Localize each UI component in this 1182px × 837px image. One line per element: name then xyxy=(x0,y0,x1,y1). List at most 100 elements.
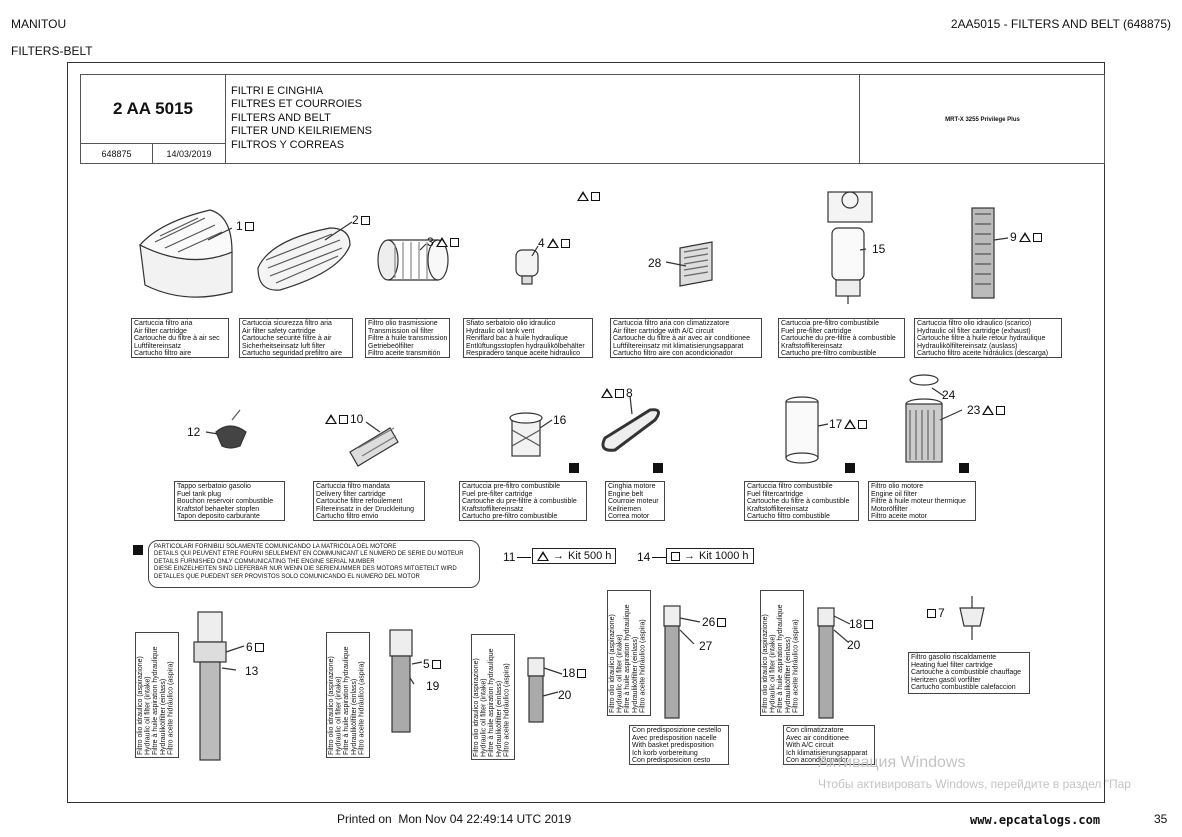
callout-11: 11 xyxy=(503,550,532,564)
transmission-filter-drawing xyxy=(377,239,449,281)
title-it: FILTRI E CINGHIA xyxy=(231,85,324,97)
kit-1000h-box: →Kit 1000 h xyxy=(666,548,754,564)
square-symbol xyxy=(1032,232,1042,242)
legend-symbols-top xyxy=(577,191,600,201)
printed-date: Mon Nov 04 22:49:14 UTC 2019 xyxy=(398,812,572,826)
triangle-symbol xyxy=(537,551,549,561)
hydraulic-cartridge-drawing xyxy=(971,207,995,299)
activation-watermark-title: Активация Windows xyxy=(818,754,966,771)
callout-12: 12 xyxy=(187,425,201,439)
oil-filter-drawing xyxy=(905,374,943,463)
callout-16: 16 xyxy=(553,413,567,427)
description-9: Cartuccia filtro olio idraulico (scarico… xyxy=(914,318,1062,358)
description-6: Filtro olio idraulico (aspirazione)Hydra… xyxy=(135,632,179,758)
printed-label: Printed on xyxy=(337,812,392,826)
callout-23: 23 xyxy=(967,403,1006,417)
drawing-frame xyxy=(67,62,1105,803)
callout-18b: 18 xyxy=(849,617,874,631)
callout-15: 15 xyxy=(872,242,886,256)
cabin-filter-drawing xyxy=(679,241,713,287)
square-symbol xyxy=(360,215,370,225)
title-en: FILTERS AND BELT xyxy=(231,111,331,124)
callout-19: 19 xyxy=(426,679,440,693)
brand-name: MANITOU xyxy=(11,17,67,31)
site-link[interactable]: www.epcatalogs.com xyxy=(970,813,1101,827)
arrow-icon: → xyxy=(553,550,564,562)
square-symbol xyxy=(431,659,441,669)
square-symbol xyxy=(449,237,459,247)
title-fr: FILTRES ET COURROIES xyxy=(231,98,363,111)
callout-26: 26 xyxy=(702,615,727,629)
callout-28: 28 xyxy=(648,256,662,270)
arrow-icon: → xyxy=(684,550,695,562)
callout-5: 5 xyxy=(423,657,441,671)
fuel-prefilter-drawing xyxy=(827,191,873,304)
serial-required-marker xyxy=(959,463,969,473)
group-titles: FILTRI E CINGHIA FILTRES ET COURROIES FI… xyxy=(231,85,372,152)
group-code: 2 AA 5015 xyxy=(81,75,226,143)
square-symbol xyxy=(717,617,727,627)
serial-required-marker xyxy=(653,463,663,473)
callout-8: 8 xyxy=(601,386,633,400)
triangle-symbol xyxy=(546,238,559,248)
triangle-symbol xyxy=(1018,232,1031,242)
triangle-symbol xyxy=(601,388,613,398)
activation-watermark-text: Чтобы активировать Windows, перейдите в … xyxy=(818,777,1131,791)
callout-2: 2 xyxy=(352,213,370,227)
callout-20b: 20 xyxy=(847,638,861,652)
suction-filter-medium-drawing xyxy=(389,629,413,733)
serial-number-note: PARTICOLARI FORNIBILI SOLAMENTE COMUNICA… xyxy=(148,540,480,588)
description-5: Filtro olio idraulico (aspirazione)Hydra… xyxy=(326,632,370,758)
square-symbol xyxy=(927,608,936,618)
callout-14: 14 xyxy=(637,550,667,564)
square-symbol xyxy=(864,619,874,629)
callout-20a: 20 xyxy=(558,688,572,702)
square-symbol xyxy=(254,642,264,652)
description-26: Filtro olio idraulico (aspirazione)Hydra… xyxy=(607,590,651,716)
callout-1: 1 xyxy=(236,219,254,233)
callout-10: 10 xyxy=(325,412,363,426)
tank-vent-drawing xyxy=(515,249,539,285)
square-symbol xyxy=(615,388,624,398)
callout-9: 9 xyxy=(1010,230,1042,244)
description-18-basic: Filtro olio idraulico (aspirazione)Hydra… xyxy=(471,634,515,760)
square-symbol xyxy=(671,551,680,561)
square-symbol xyxy=(577,668,587,678)
square-symbol xyxy=(591,191,600,201)
page-number: 35 xyxy=(1154,812,1168,826)
air-filter-drawing xyxy=(139,209,233,298)
callout-4: 4 xyxy=(538,236,570,250)
callout-18a: 18 xyxy=(562,666,587,680)
suction-filter-large-drawing xyxy=(193,611,227,761)
serial-required-marker xyxy=(845,463,855,473)
ac-filter-drawing xyxy=(817,607,835,719)
square-symbol xyxy=(996,405,1006,415)
title-es: FILTROS Y CORREAS xyxy=(231,138,345,151)
reference-number: 648875 xyxy=(81,143,153,164)
title-de: FILTER UND KEILRIEMENS xyxy=(231,125,372,138)
square-symbol xyxy=(244,221,254,231)
callout-17: 17 xyxy=(829,417,868,431)
triangle-symbol xyxy=(325,414,337,424)
kit-500h-box: →Kit 500 h xyxy=(532,548,617,564)
issue-date: 14/03/2019 xyxy=(153,143,226,164)
fuel-filter-drawing xyxy=(785,396,819,464)
triangle-symbol xyxy=(577,191,589,201)
triangle-symbol xyxy=(982,405,995,415)
triangle-symbol xyxy=(844,419,857,429)
square-symbol xyxy=(339,414,348,424)
callout-27: 27 xyxy=(699,639,713,653)
callout-24: 24 xyxy=(942,388,956,402)
triangle-symbol xyxy=(435,237,448,247)
serial-required-marker xyxy=(569,463,579,473)
